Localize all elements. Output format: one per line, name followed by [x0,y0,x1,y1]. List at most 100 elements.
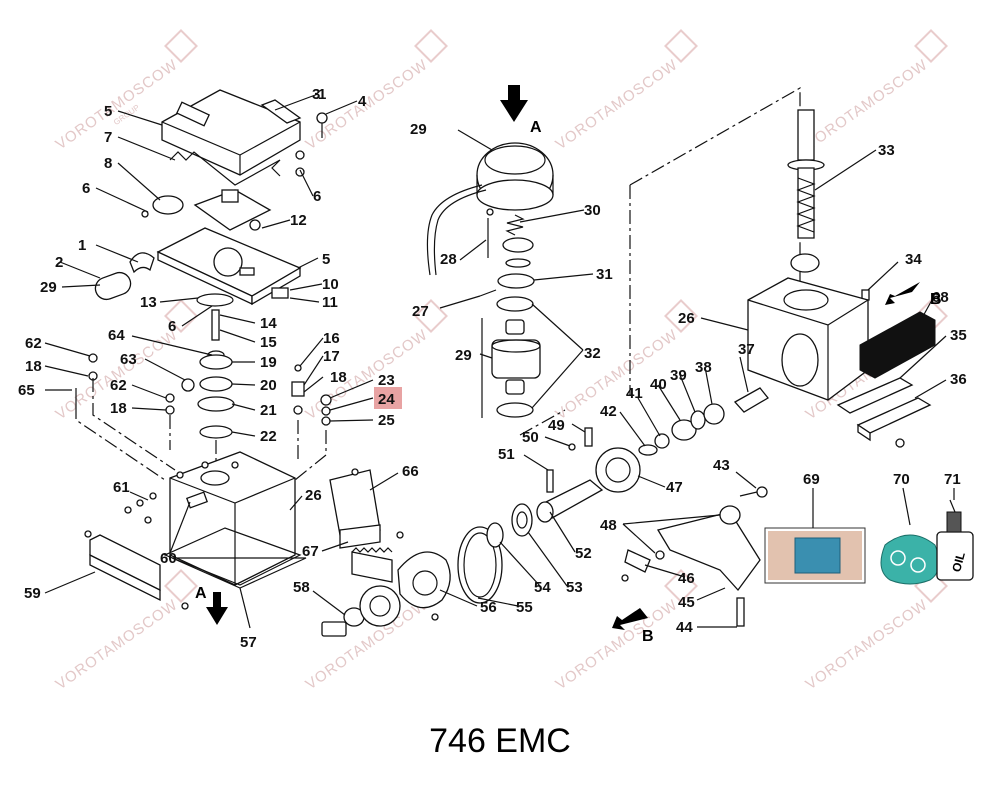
callout-label: 25 [378,412,395,429]
motor-assembly [206,85,769,630]
callout-label: 32 [584,345,601,362]
switch-bracket [329,469,381,536]
callout-label: 8 [104,155,112,172]
callout-label: 10 [322,276,339,293]
watermark-text: VOROTAMOSCOW [53,596,182,693]
callout-label: 38 [695,359,712,376]
mounting-plate [836,377,914,414]
cam [397,551,451,609]
callout-label: 62 [25,335,42,352]
callout-label: 5 [322,251,330,268]
callout-label: 23 [378,372,395,389]
capacitor [94,271,132,301]
bearing [671,419,697,441]
callout-label: 6 [168,318,176,335]
leader-lines [44,93,955,629]
callout-label: 1 [318,86,326,103]
direction-arrow [885,282,920,305]
callout-label: 29 [455,347,472,364]
callout-label: 16 [323,330,340,347]
callout-label: 40 [650,376,667,393]
callout-label: 50 [522,429,539,446]
direction-arrow [206,592,228,625]
direction-arrow [500,85,528,122]
callout-label: 7 [104,129,112,146]
callout-label: 43 [713,457,730,474]
callout-label: 30 [584,202,601,219]
callout-label: 56 [480,599,497,616]
callout-label: 5 [104,103,112,120]
callout-label: 34 [905,251,922,268]
page-title: 746 EMC [429,722,571,760]
callout-label: 6 [82,180,90,197]
bearing [199,354,233,370]
plate [260,99,302,124]
callout-label: 69 [803,471,820,488]
callout-label: 67 [302,543,319,560]
callout-label: 21 [260,402,277,419]
callout-label: 59 [24,585,41,602]
callout-label: 62 [110,377,127,394]
callout-label: 18 [110,400,127,417]
callout-label: 26 [305,487,322,504]
gasket [169,151,281,186]
callout-label: 22 [260,428,277,445]
watermark-text: VOROTAMOSCOW [553,56,682,153]
direction-label: A [530,119,542,136]
callout-label: 47 [666,479,683,496]
callout-label: 52 [575,545,592,562]
worm-screw [797,109,815,161]
callout-label: 26 [678,310,695,327]
gear-housing-assembly: OIL [519,86,974,585]
watermark-text: VOROTAMOSCOW [803,596,932,693]
callout-label: 33 [878,142,895,159]
washer [497,273,535,289]
callout-label: 53 [566,579,583,596]
washer [638,444,658,456]
clip [129,252,155,274]
bolt [321,621,347,637]
spring [505,214,525,236]
cap [152,195,184,215]
bearing [790,253,820,273]
callout-label: 35 [950,327,967,344]
callout-label: 66 [402,463,419,480]
callout-label: 13 [140,294,157,311]
watermark-text: VOROTAMOSCOW [553,596,682,693]
callout-label: 37 [738,341,755,358]
plate-disc [197,396,235,412]
base-gasket [163,527,302,586]
callout-label: 60 [160,550,177,567]
oil-label: OIL [949,551,968,574]
callout-label: 70 [893,471,910,488]
callout-label: 1 [78,237,86,254]
o-ring [196,293,234,307]
callout-label-highlighted: 24 [378,391,395,408]
connector [271,287,289,299]
gearbox-housing [169,451,296,586]
release-key [756,486,768,498]
callout-label: 55 [516,599,533,616]
callout-label: 48 [600,517,617,534]
watermark-text: VOROTAMOSCOW [803,56,932,153]
gear [359,585,401,627]
callout-label: 27 [412,303,429,320]
callout-label: 57 [240,634,257,651]
motor-cables [426,184,483,276]
callout-label: 3 [312,86,320,103]
callout-label: 46 [678,570,695,587]
shaft-pin [211,309,220,341]
callout-label: 6 [313,188,321,205]
callout-label: 51 [498,446,515,463]
watermark-text: VOROTAMOSCOW [303,56,432,153]
callout-label: 19 [260,354,277,371]
callout-label: 68 [932,289,949,306]
callout-label: 20 [260,377,277,394]
bearing [502,237,534,253]
callout-label: 44 [676,619,693,636]
bearing [511,503,533,537]
callout-label: 36 [950,371,967,388]
gasket-ring [199,425,233,439]
callout-label: 18 [25,358,42,375]
